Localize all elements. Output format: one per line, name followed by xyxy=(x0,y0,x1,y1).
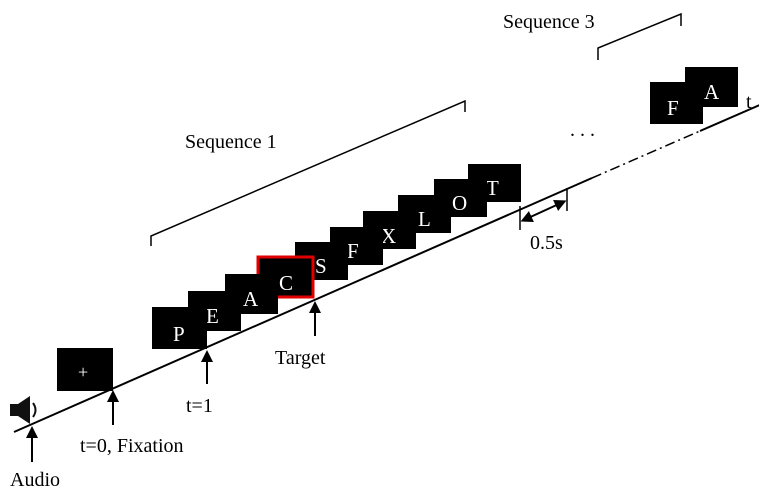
letter-text: X xyxy=(381,224,396,248)
fixation-symbol: + xyxy=(78,362,88,382)
target-letter: C xyxy=(279,271,293,295)
letter-text: A xyxy=(243,287,259,311)
letter-text: E xyxy=(206,304,219,328)
sequence3-cards: A F xyxy=(650,67,738,124)
letter-text: P xyxy=(173,322,185,346)
ellipsis: . . . xyxy=(570,119,595,141)
time-axis-end xyxy=(699,104,759,132)
letter-card xyxy=(152,307,207,349)
sequence1-label: Sequence 1 xyxy=(185,131,277,153)
t1-label: t=1 xyxy=(186,395,213,417)
letter-text: A xyxy=(704,80,720,104)
interval-label: 0.5s xyxy=(530,232,563,254)
time-axis-dashed xyxy=(591,130,701,179)
audio-label: Audio xyxy=(10,469,60,490)
time-axis-label: t xyxy=(746,91,752,113)
double-arrow-icon xyxy=(520,200,567,222)
speaker-icon xyxy=(10,396,37,424)
sequence1-cards: T O L X F S C A E P xyxy=(152,164,521,349)
sequence3-bracket xyxy=(597,12,682,60)
letter-card xyxy=(650,82,703,124)
sequence1-bracket xyxy=(150,99,466,246)
letter-text: S xyxy=(315,254,327,278)
t0-fixation-label: t=0, Fixation xyxy=(80,435,184,457)
letter-text: F xyxy=(347,239,359,263)
letter-text: T xyxy=(486,176,499,200)
target-label: Target xyxy=(275,347,326,369)
letter-text: O xyxy=(452,191,467,215)
time-axis-solid xyxy=(13,177,593,433)
letter-text: F xyxy=(667,96,679,120)
letter-text: L xyxy=(418,207,431,231)
fixation-card: + xyxy=(57,348,113,391)
sequence3-label: Sequence 3 xyxy=(503,11,595,33)
